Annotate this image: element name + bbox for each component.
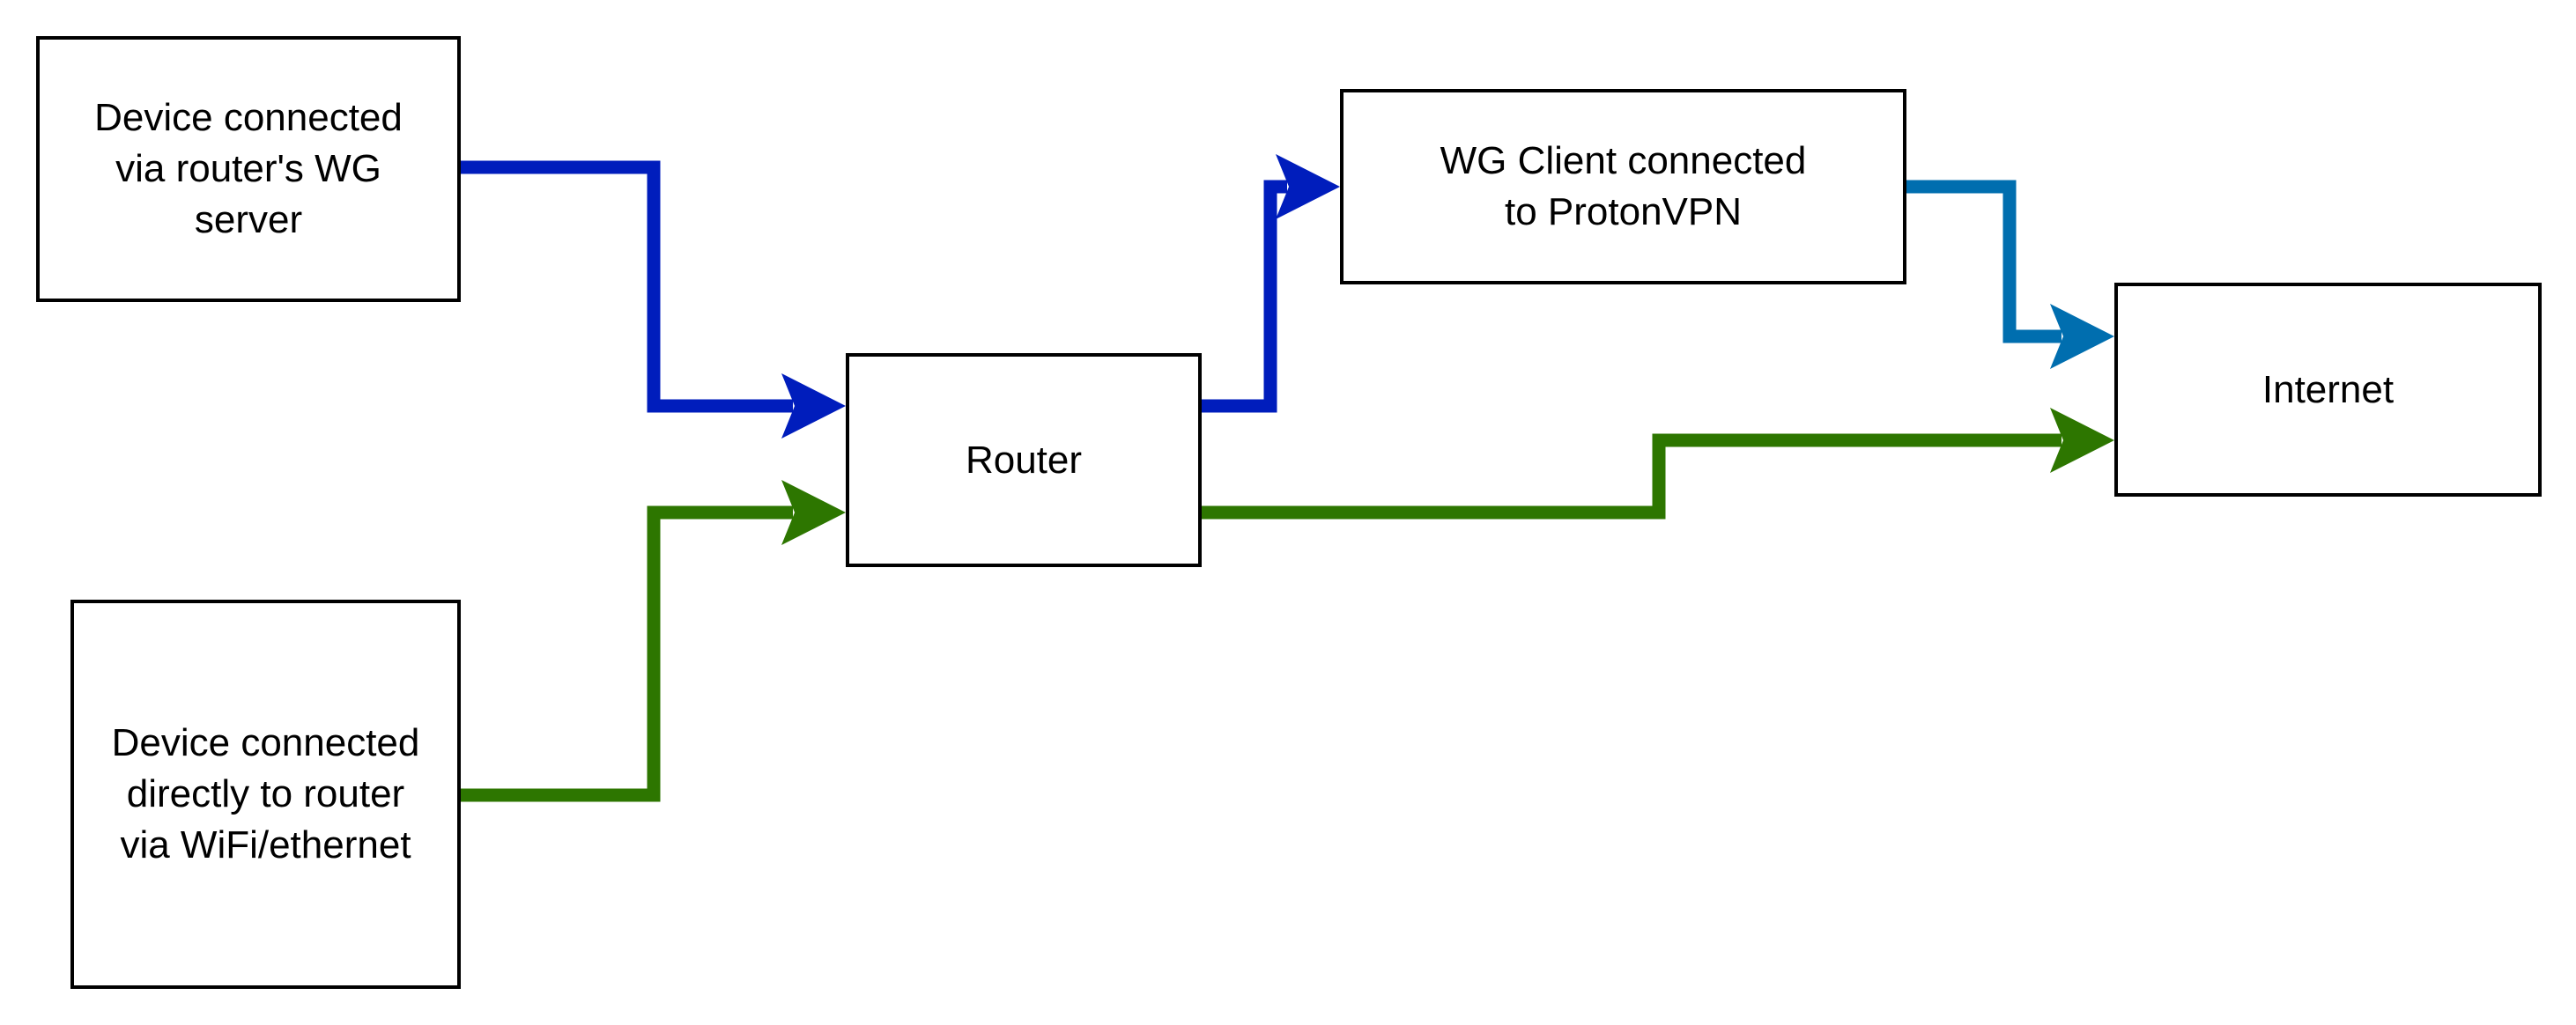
- arrowhead-icon: [1276, 154, 1340, 219]
- node-label: Device connected directly to router via …: [111, 721, 420, 866]
- node-label: Device connected via router's WG server: [94, 96, 403, 241]
- node-internet[interactable]: Internet: [2114, 283, 2542, 497]
- node-device-via-wg-server[interactable]: Device connected via router's WG server: [36, 36, 461, 302]
- node-label: WG Client connected to ProtonVPN: [1440, 139, 1807, 233]
- connector-dev-wg-to-router: [461, 160, 793, 413]
- node-label: Internet: [2261, 367, 2395, 411]
- connector-wg-client-to-internet: [1906, 180, 2062, 343]
- connector-dev-direct-to-router: [461, 505, 793, 802]
- connector-router-to-wg-client: [1202, 180, 1287, 413]
- arrowhead-icon: [2050, 304, 2114, 369]
- arrowhead-icon: [781, 373, 846, 439]
- node-label: Router: [965, 438, 1083, 482]
- node-device-direct[interactable]: Device connected directly to router via …: [70, 600, 461, 989]
- connector-router-to-internet: [1202, 433, 2062, 520]
- node-router[interactable]: Router: [846, 353, 1202, 567]
- arrowhead-icon: [781, 480, 846, 545]
- node-wg-client[interactable]: WG Client connected to ProtonVPN: [1340, 89, 1906, 284]
- arrowhead-icon: [2050, 408, 2114, 473]
